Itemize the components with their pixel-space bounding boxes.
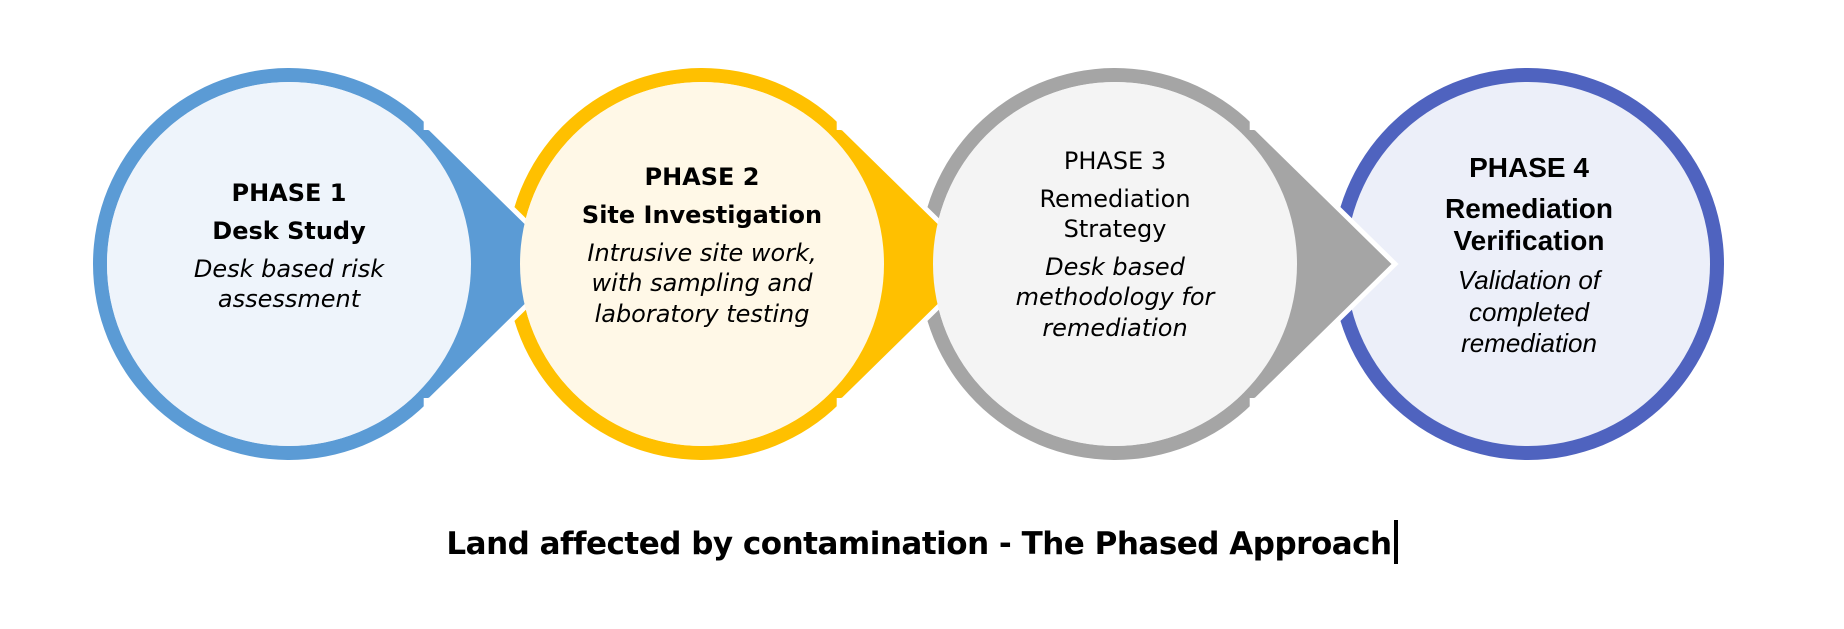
phase-1-inner-circle-top — [107, 82, 471, 446]
phase-3-description: Desk based methodology for remediation — [1015, 253, 1215, 342]
phase-4-inner-circle — [1346, 82, 1710, 446]
phase-1-text: PHASE 1 Desk Study Desk based risk asses… — [109, 178, 469, 315]
phase-3-inner-circle-top — [933, 82, 1297, 446]
caption-text: Land affected by contamination - The Pha… — [446, 526, 1392, 562]
phase-3-label: PHASE 3 — [1063, 147, 1167, 175]
phase-1-description: Desk based risk assessment — [193, 255, 385, 314]
phase-4-label: PHASE 4 — [1469, 152, 1589, 183]
phase-2-inner-circle-top — [520, 82, 884, 446]
phase-3-text: PHASE 3 Remediation Strategy Desk based … — [935, 146, 1295, 343]
phase-4-text: PHASE 4 Remediation Verification Validat… — [1349, 150, 1709, 359]
phase-4-shape — [1332, 68, 1724, 460]
phase-4-title: Remediation Verification — [1444, 193, 1614, 257]
phase-2-title: Site Investigation — [581, 201, 823, 229]
phase-2-label: PHASE 2 — [644, 163, 760, 191]
phase-2-description: Intrusive site work, with sampling and l… — [587, 239, 817, 328]
phase-2-text: PHASE 2 Site Investigation Intrusive sit… — [522, 162, 882, 329]
phase-4-description: Validation of completed remediation — [1457, 265, 1601, 358]
phase-3-title: Remediation Strategy — [1039, 185, 1191, 243]
phase-1-title: Desk Study — [212, 217, 366, 245]
phase-1-label: PHASE 1 — [231, 179, 347, 207]
text-cursor — [1393, 520, 1398, 564]
diagram-caption: Land affected by contamination - The Pha… — [0, 520, 1844, 564]
